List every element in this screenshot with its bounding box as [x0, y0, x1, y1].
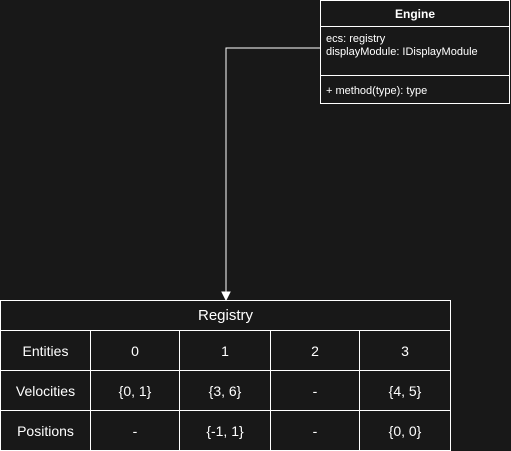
engine-class-title: Engine: [321, 1, 509, 27]
table-cell: {0, 0}: [359, 410, 451, 451]
registry-title: Registry: [0, 300, 451, 331]
engine-class-box[interactable]: Engine ecs: registry displayModule: IDis…: [320, 0, 510, 104]
table-cell: -: [90, 410, 180, 451]
engine-attribute-ecs: ecs: registry: [326, 33, 386, 45]
table-cell: 1: [179, 330, 271, 371]
engine-attributes: ecs: registry displayModule: IDisplayMod…: [321, 27, 509, 75]
registry-table[interactable]: Registry Entities 0 1 2 3 Velocities {0,…: [0, 300, 451, 451]
registry-title-row: Registry: [0, 300, 451, 331]
table-cell: -: [270, 370, 360, 411]
table-cell: 3: [359, 330, 451, 371]
table-cell: 2: [270, 330, 360, 371]
connector-arrowhead: [221, 291, 231, 302]
table-cell: {4, 5}: [359, 370, 451, 411]
table-row-positions: Positions - {-1, 1} - {0, 0}: [0, 410, 451, 451]
table-row-entities: Entities 0 1 2 3: [0, 330, 451, 371]
table-cell: {3, 6}: [179, 370, 271, 411]
engine-separator: [321, 75, 509, 76]
row-label-positions: Positions: [0, 410, 91, 451]
table-row-velocities: Velocities {0, 1} {3, 6} - {4, 5}: [0, 370, 451, 411]
table-cell: {0, 1}: [90, 370, 180, 411]
row-label-velocities: Velocities: [0, 370, 91, 411]
engine-attribute-display-module: displayModule: IDisplayModule: [326, 46, 478, 58]
table-cell: 0: [90, 330, 180, 371]
connector-line: [225, 47, 320, 295]
table-cell: -: [270, 410, 360, 451]
table-cell: {-1, 1}: [179, 410, 271, 451]
row-label-entities: Entities: [0, 330, 91, 371]
engine-method: + method(type): type: [326, 85, 428, 97]
